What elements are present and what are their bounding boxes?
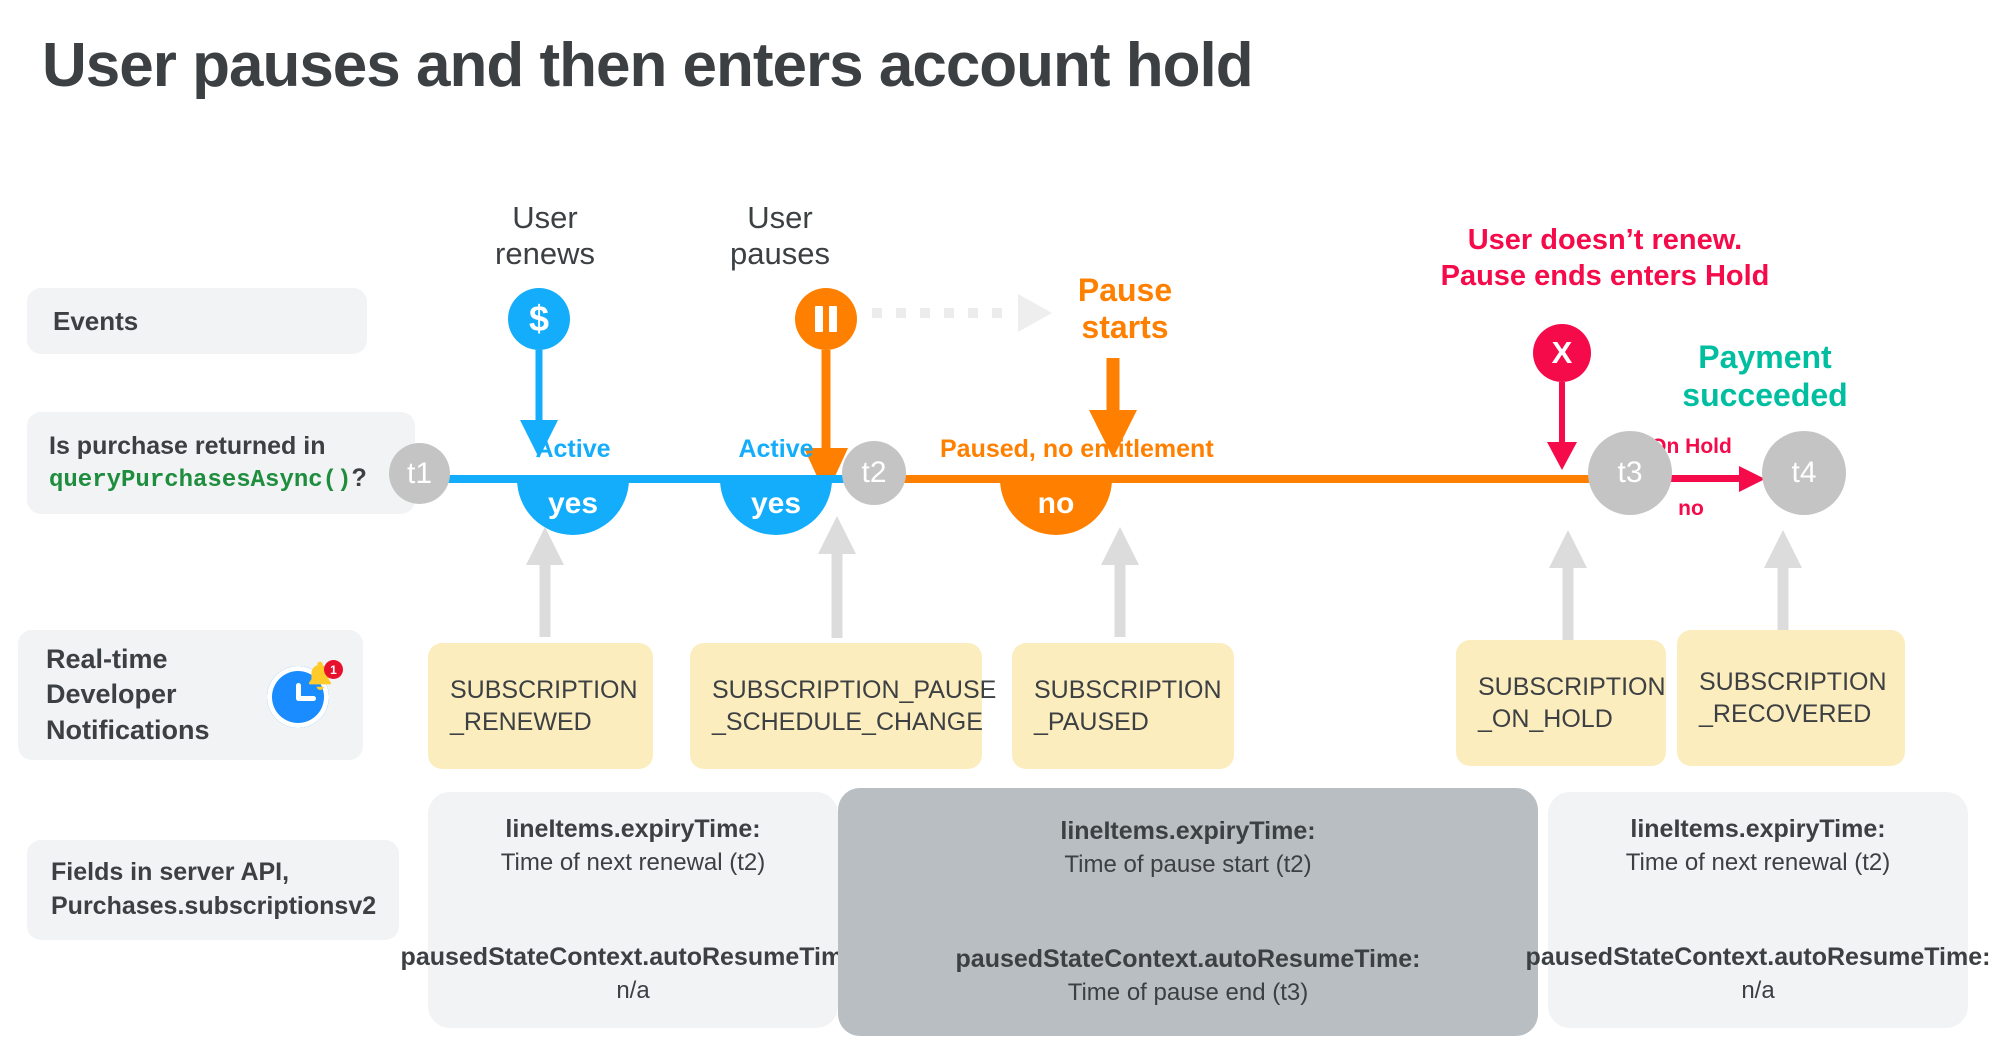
row-label-events-text: Events: [53, 305, 139, 336]
field-key: pausedStateContext.autoResumeTime:: [955, 945, 1421, 973]
timeline-state-on-hold: On Hold: [1650, 435, 1732, 458]
arrow-notification-on-hold-to-timeline: [1548, 530, 1588, 640]
timeline-node-label: t2: [861, 456, 887, 489]
query-label-suffix: ?: [351, 463, 367, 492]
timeline-node-t2: t2: [842, 441, 906, 505]
field-group-resume: pausedStateContext.autoResumeTime: Time …: [956, 943, 1421, 1009]
answer-bubble-text: yes: [750, 487, 802, 520]
timeline-node-t1: t1: [389, 443, 450, 504]
arrow-shaft: [1114, 551, 1126, 637]
arrow-shaft: [831, 540, 843, 638]
field-group-resume: pausedStateContext.autoResumeTime: n/a: [1526, 941, 1991, 1007]
pause-icon: [795, 288, 857, 350]
field-value: Time of next renewal (t2): [500, 848, 766, 876]
row-label-rtdn-text: Real-time Developer Notifications: [46, 644, 210, 745]
notification-card-subscription-paused: SUBSCRIPTION _PAUSED: [1012, 643, 1234, 769]
x-icon: X: [1533, 324, 1591, 382]
field-group-expiry: lineItems.expiryTime: Time of pause star…: [1060, 815, 1315, 881]
field-value: Time of next renewal (t2): [1625, 848, 1891, 876]
arrow-notification-paused-to-timeline: [1100, 527, 1140, 637]
timeline-node-t4: t4: [1762, 431, 1846, 515]
timeline-segment-paused: [875, 475, 1635, 483]
field-panel-active: lineItems.expiryTime: Time of next renew…: [401, 792, 865, 1028]
dollar-glyph: $: [528, 298, 550, 339]
arrow-notification-renewed-to-timeline: [525, 527, 565, 637]
query-label-code: queryPurchasesAsync(): [49, 466, 352, 494]
arrow-notification-recovered-to-timeline: [1763, 530, 1803, 640]
timeline-node-t3: t3: [1588, 431, 1672, 515]
dotted-arrow-head: [1018, 294, 1052, 332]
arrow-notification-pause-schedule-to-timeline: [817, 516, 857, 638]
query-label-line1: Is purchase returned in: [49, 431, 326, 460]
x-glyph: X: [1551, 335, 1573, 370]
timeline-state-paused: Paused, no entitlement: [940, 435, 1214, 463]
timeline-state-active-2: Active: [738, 435, 814, 463]
dollar-icon: $: [508, 288, 570, 350]
notification-card-subscription-recovered: SUBSCRIPTION _RECOVERED: [1677, 630, 1905, 766]
field-key: pausedStateContext.autoResumeTime:: [1525, 943, 1991, 971]
event-caption-user-doesnt-renew: User doesn’t renew. Pause ends enters Ho…: [1440, 224, 1770, 293]
row-label-events: Events: [27, 288, 367, 354]
timeline-node-label: t4: [1791, 456, 1817, 489]
arrow-head: [1547, 442, 1577, 470]
arrow-shaft: [1106, 358, 1120, 410]
field-value: n/a: [616, 976, 650, 1004]
notification-card-subscription-on-hold: SUBSCRIPTION _ON_HOLD: [1456, 640, 1666, 766]
answer-bubble-text: no: [1037, 487, 1075, 520]
dotted-arrow-dots: [872, 308, 1014, 318]
answer-bubble-text: yes: [547, 487, 599, 520]
answer-bubble-yes-2: yes: [720, 479, 832, 535]
notification-card-subscription-pause-schedule-change: SUBSCRIPTION_PAUSE _SCHEDULE_CHANGE: [690, 643, 996, 769]
clock-hand-horizontal: [298, 696, 316, 701]
arrow-shaft: [539, 551, 551, 637]
arrow-shaft: [1559, 382, 1565, 442]
clock-hand-vertical: [296, 683, 301, 701]
field-value: n/a: [1741, 976, 1775, 1004]
field-panel-paused: lineItems.expiryTime: Time of pause star…: [838, 788, 1538, 1036]
event-caption-user-renews: User renews: [495, 200, 595, 271]
arrow-shaft: [535, 350, 543, 422]
pause-bar-right: [829, 306, 837, 332]
timeline-answer-no-2: no: [1678, 497, 1704, 520]
timeline-node-label: t3: [1617, 456, 1643, 489]
field-key: lineItems.expiryTime:: [1060, 816, 1316, 845]
timeline-state-active-1: Active: [535, 435, 611, 463]
timeline-node-label: t1: [406, 456, 433, 490]
event-caption-user-pauses: User pauses: [730, 200, 830, 271]
dotted-arrow-icon: [872, 294, 1052, 332]
arrow-head: [520, 420, 558, 458]
field-key: pausedStateContext.autoResumeTime:: [400, 943, 866, 971]
arrow-shaft: [1777, 554, 1789, 640]
row-label-rtdn: Real-time Developer Notifications 1: [18, 630, 363, 760]
field-panel-recovered: lineItems.expiryTime: Time of next renew…: [1526, 792, 1990, 1028]
row-label-query-purchases: Is purchase returned in queryPurchasesAs…: [27, 412, 415, 514]
field-key: lineItems.expiryTime:: [1630, 814, 1886, 843]
timeline-segment-active: [395, 475, 895, 483]
field-group-resume: pausedStateContext.autoResumeTime: n/a: [401, 941, 866, 1007]
pause-bar-left: [815, 306, 823, 332]
answer-bubble-no-1: no: [1000, 479, 1112, 535]
page-title: User pauses and then enters account hold: [42, 31, 1254, 100]
timeline-segment-on-hold: [1615, 466, 1765, 492]
field-key: lineItems.expiryTime:: [505, 814, 761, 843]
notification-card-subscription-renewed: SUBSCRIPTION _RENEWED: [428, 643, 653, 769]
arrow-shaft: [821, 350, 831, 448]
arrow-shaft: [1615, 475, 1739, 482]
arrow-shaft: [1562, 554, 1574, 640]
subscription-timeline: yes yes no Active Active Paused, no enti…: [389, 431, 1846, 575]
field-value: Time of pause end (t3): [1067, 978, 1309, 1006]
notification-count-badge: 1: [324, 660, 343, 679]
field-group-expiry: lineItems.expiryTime: Time of next renew…: [1626, 813, 1891, 879]
row-label-server-fields: Fields in server API, Purchases.subscrip…: [27, 840, 399, 940]
event-caption-pause-starts: Pause starts: [1077, 272, 1173, 345]
row-label-fields-text: Fields in server API, Purchases.subscrip…: [51, 858, 377, 920]
event-caption-payment-succeeded: Payment succeeded: [1682, 339, 1848, 414]
arrow-head: [1089, 410, 1137, 458]
arrow-head: [1739, 466, 1765, 492]
field-group-expiry: lineItems.expiryTime: Time of next renew…: [501, 813, 766, 879]
clock-bell-notification-icon: 1: [265, 656, 343, 734]
field-value: Time of pause start (t2): [1064, 850, 1312, 878]
